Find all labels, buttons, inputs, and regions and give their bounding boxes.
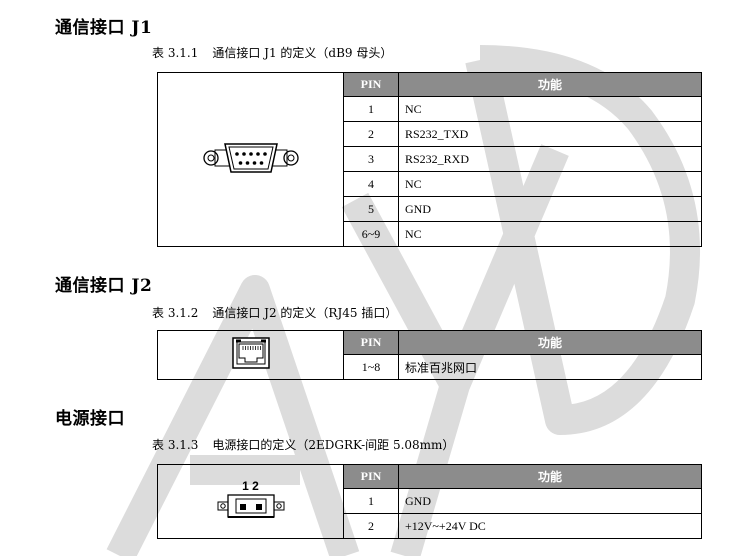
pin-cell: 1~8	[343, 354, 399, 380]
function-cell: RS232_RXD	[398, 146, 702, 172]
column-header-pin: PIN	[343, 464, 399, 489]
function-cell: GND	[398, 488, 702, 514]
section-title-power: 电源接口	[55, 409, 125, 429]
rj45-jack-icon	[231, 337, 270, 369]
caption-text: 电源接口的定义（2EDGRK-间距 5.08mm）	[212, 438, 455, 452]
column-header-function: 功能	[398, 330, 702, 355]
caption-text: 通信接口 J2 的定义（RJ45 插口）	[212, 306, 398, 320]
pin-cell: 1	[343, 488, 399, 514]
function-cell: 标准百兆网口	[398, 354, 702, 380]
db9-connector-icon	[202, 142, 299, 173]
pin-cell: 2	[343, 121, 399, 147]
function-cell: RS232_TXD	[398, 121, 702, 147]
table-caption-power: 表 3.1.3 电源接口的定义（2EDGRK-间距 5.08mm）	[152, 436, 454, 453]
connector-image-cell	[157, 72, 344, 247]
pin-cell: 2	[343, 513, 399, 539]
function-cell: NC	[398, 171, 702, 197]
column-header-function: 功能	[398, 464, 702, 489]
function-cell: NC	[398, 96, 702, 122]
connector-pin-numbers: 1 2	[242, 478, 259, 493]
table-caption-j2: 表 3.1.2 通信接口 J2 的定义（RJ45 插口）	[152, 304, 397, 321]
caption-number: 表 3.1.1	[152, 46, 199, 60]
pin-cell: 6~9	[343, 221, 399, 247]
column-header-pin: PIN	[343, 72, 399, 97]
section-title-j1: 通信接口 J1	[55, 18, 153, 38]
pin-cell: 5	[343, 196, 399, 222]
caption-number: 表 3.1.2	[152, 306, 199, 320]
caption-text: 通信接口 J1 的定义（dB9 母头）	[212, 46, 393, 60]
terminal-block-icon	[217, 493, 284, 518]
pin-cell: 4	[343, 171, 399, 197]
table-row: 2+12V~+24V DC	[158, 513, 702, 539]
connector-image-cell: 1 2	[157, 464, 344, 539]
pin-cell: 3	[343, 146, 399, 172]
section-title-j2: 通信接口 J2	[55, 276, 153, 296]
pin-cell: 1	[343, 96, 399, 122]
column-header-function: 功能	[398, 72, 702, 97]
function-cell: GND	[398, 196, 702, 222]
caption-number: 表 3.1.3	[152, 438, 199, 452]
table-caption-j1: 表 3.1.1 通信接口 J1 的定义（dB9 母头）	[152, 44, 392, 61]
column-header-pin: PIN	[343, 330, 399, 355]
function-cell: +12V~+24V DC	[398, 513, 702, 539]
connector-image-cell	[157, 330, 344, 380]
function-cell: NC	[398, 221, 702, 247]
